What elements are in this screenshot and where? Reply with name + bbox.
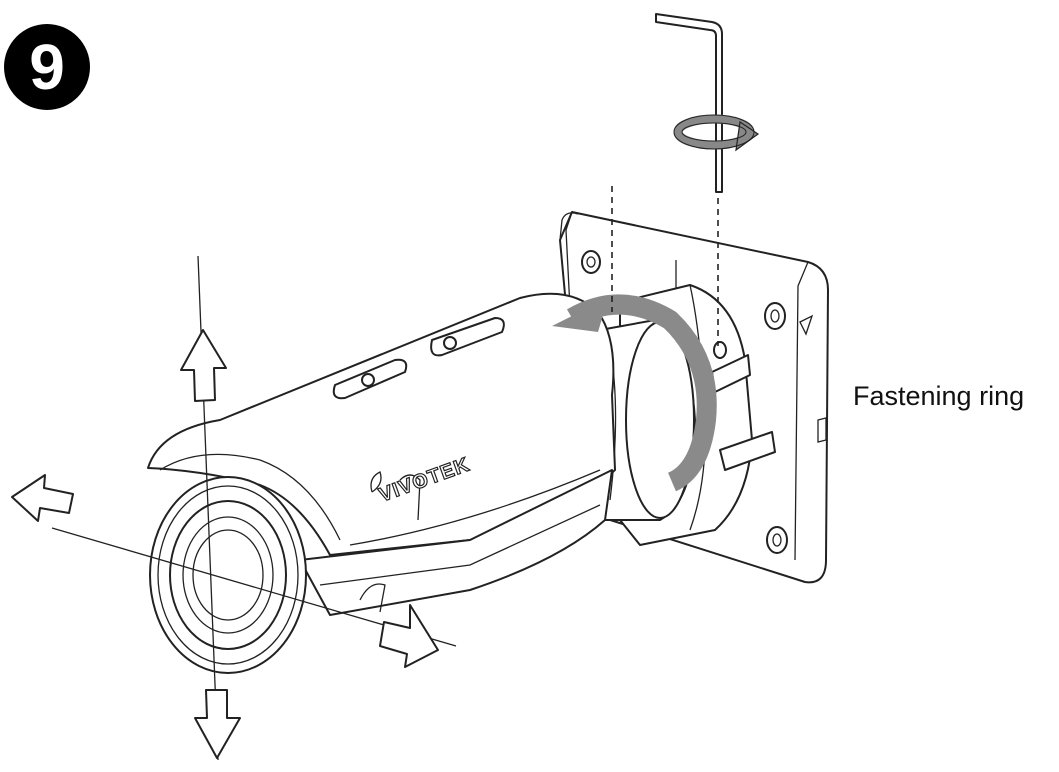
rotate-arrow-icon [673, 114, 760, 152]
fastening-ring-label: Fastening ring [853, 381, 1025, 411]
plate-screw-hole [766, 526, 788, 554]
rotate-arrow-icon [552, 294, 717, 492]
alignment-guide [611, 186, 719, 346]
plate-screw-hole [764, 302, 786, 330]
direction-arrow-icon [180, 329, 227, 402]
brand-leaf-icon [370, 471, 382, 493]
camera-neck [599, 319, 696, 521]
direction-arrow-icon [379, 604, 439, 668]
sunshield-slot [332, 358, 408, 400]
camera-lens [149, 476, 307, 674]
sunshield-slot [430, 317, 505, 357]
hex-key-icon [655, 13, 723, 193]
direction-arrow-icon [194, 689, 241, 759]
direction-arrow-icon [11, 474, 74, 522]
step-number-badge: 9 [4, 24, 90, 110]
plate-screw-hole [581, 250, 601, 274]
